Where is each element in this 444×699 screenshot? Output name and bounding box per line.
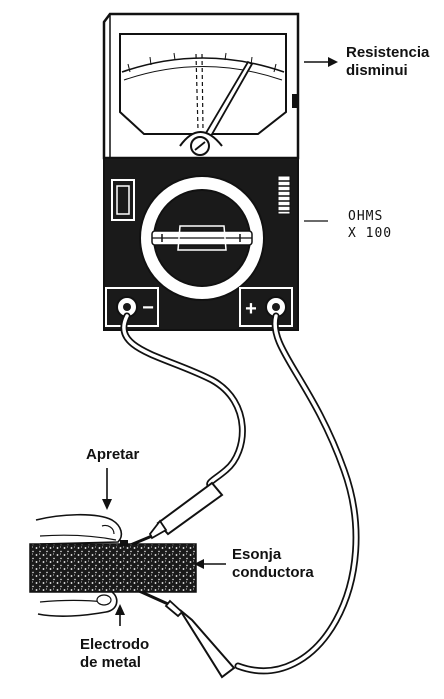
electrode-arrow-icon	[115, 604, 125, 626]
negative-terminal: −	[105, 287, 159, 327]
range-label: OHMS X 100	[348, 208, 392, 242]
test-probe-icon	[127, 481, 224, 548]
meter-dial	[119, 33, 287, 135]
side-switch-icon	[111, 179, 135, 221]
metal-electrode	[120, 540, 128, 546]
sponge-label-line2: conductora	[232, 564, 314, 581]
positive-symbol: +	[245, 298, 257, 320]
upper-hand-icon	[35, 513, 123, 545]
resistance-label: Resistencia disminui	[346, 44, 429, 80]
sponge-label-line1: Esonja	[232, 546, 282, 563]
electrode-label-line2: de metal	[80, 654, 141, 671]
range-label-line2: X 100	[348, 226, 393, 241]
multimeter-icon: − +	[102, 12, 300, 331]
test-lead-positive	[234, 312, 360, 675]
sponge-label: Esonja conductora	[232, 546, 314, 582]
press-arrow-icon	[102, 468, 112, 510]
lower-hand-icon	[36, 591, 118, 617]
adjust-wheel-icon	[277, 175, 291, 215]
resistance-label-line2: disminui	[346, 62, 408, 79]
test-lead-negative	[120, 312, 246, 492]
resistance-arrow-icon	[304, 57, 338, 67]
resistance-label-line1: Resistencia	[346, 44, 430, 61]
electrode-label: Electrodo de metal	[80, 636, 149, 672]
sponge-icon	[29, 543, 197, 593]
zero-adjust-screw-icon	[179, 131, 223, 156]
sponge-arrow-icon	[194, 559, 226, 569]
range-selector-knob-icon	[139, 175, 265, 301]
press-label: Apretar	[86, 446, 140, 463]
electrode-label-line1: Electrodo	[80, 636, 150, 653]
range-label-line1: OHMS	[348, 209, 384, 224]
negative-symbol: −	[142, 297, 154, 319]
